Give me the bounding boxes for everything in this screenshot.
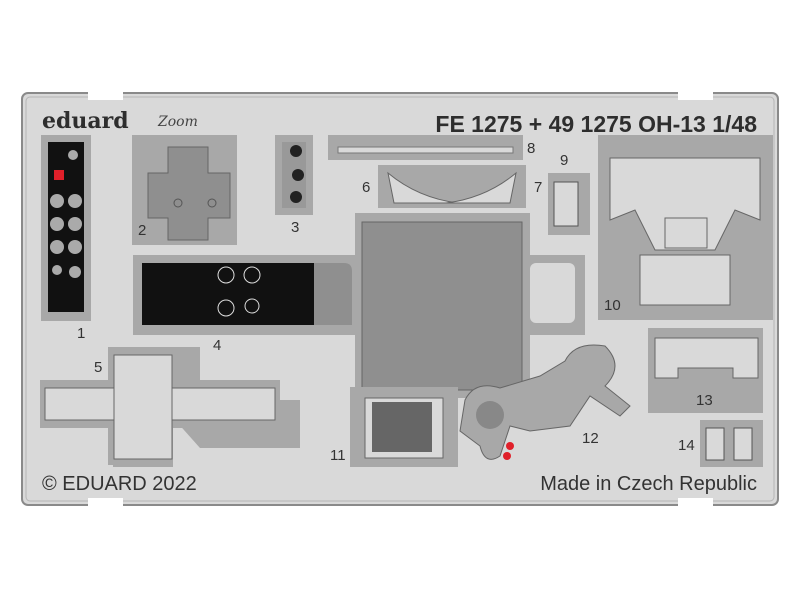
part-label-1: 1 — [77, 325, 85, 342]
part-5 — [40, 347, 300, 467]
part-label-3: 3 — [291, 219, 299, 236]
origin-text: Made in Czech Republic — [540, 473, 757, 495]
part-label-2: 2 — [138, 222, 146, 239]
part-11 — [350, 387, 458, 467]
part-label-7: 7 — [534, 179, 542, 196]
part-6-7 — [378, 165, 526, 208]
part-label-13: 13 — [696, 392, 713, 409]
part-9 — [548, 173, 590, 235]
part-label-6: 6 — [362, 179, 370, 196]
part-label-14: 14 — [678, 437, 695, 454]
part-label-9: 9 — [560, 152, 568, 169]
product-title: FE 1275 + 49 1275 OH-13 1/48 — [435, 111, 757, 137]
part-10 — [598, 135, 773, 320]
part-1-instrument-panel — [41, 135, 91, 321]
part-8 — [328, 135, 523, 160]
part-13 — [648, 328, 763, 413]
part-label-10: 10 — [604, 297, 621, 314]
part-label-8: 8 — [527, 140, 535, 157]
part-14 — [700, 420, 763, 467]
part-label-12: 12 — [582, 430, 599, 447]
part-label-5: 5 — [94, 359, 102, 376]
part-4 — [133, 213, 585, 398]
copyright-text: © EDUARD 2022 — [42, 473, 197, 495]
part-2 — [132, 135, 237, 245]
part-12 — [459, 344, 631, 460]
zoom-logo: Zoom — [157, 114, 198, 130]
part-3 — [275, 135, 313, 215]
brand-logo: eduard — [42, 108, 129, 134]
part-label-4: 4 — [213, 337, 221, 354]
part-label-11: 11 — [330, 447, 346, 464]
